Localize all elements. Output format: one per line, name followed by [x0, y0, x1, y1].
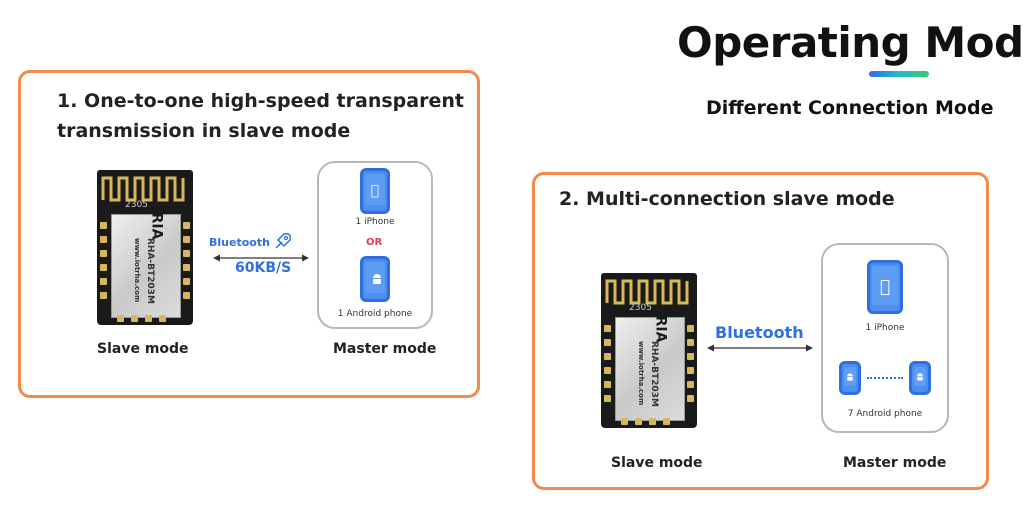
android-phone-icon: [909, 361, 931, 395]
module-shield: [615, 317, 685, 421]
title-underline: [869, 71, 929, 77]
master-devices-box:  1 iPhone OR 1 Android phone: [317, 161, 433, 329]
bluetooth-label: Bluetooth: [715, 323, 804, 342]
iphone-icon: : [360, 168, 390, 214]
bidirectional-arrow: [213, 254, 309, 262]
panel2-title: 2. Multi-connection slave mode: [559, 188, 895, 210]
module-brand-logo: RIA: [652, 315, 669, 343]
ellipsis-divider: [867, 377, 903, 379]
panel1-title-line1: 1. One-to-one high-speed transparent: [57, 90, 464, 112]
android-label: 7 Android phone: [847, 409, 923, 419]
slave-mode-caption: Slave mode: [97, 341, 189, 357]
panel-one-to-one: 1. One-to-one high-speed transparent tra…: [18, 70, 480, 398]
module-model: RHA-BT203M: [145, 238, 155, 304]
bidirectional-arrow: [707, 344, 813, 352]
page-title: Operating Mode: [677, 18, 1024, 67]
module-shield: [111, 214, 181, 318]
rocket-icon: [273, 231, 293, 251]
module-code: 2305: [125, 200, 148, 210]
or-label: OR: [366, 237, 383, 248]
module-code: 2305: [629, 303, 652, 313]
iphone-icon: : [867, 260, 903, 314]
android-phone-icon: [839, 361, 861, 395]
android-label: 1 Android phone: [337, 309, 413, 319]
slave-mode-caption: Slave mode: [611, 455, 703, 471]
module-site: www.iotrha.com: [133, 238, 141, 303]
module-site: www.iotrha.com: [637, 341, 645, 406]
page-subtitle: Different Connection Mode: [706, 97, 994, 119]
iphone-label: 1 iPhone: [355, 217, 395, 227]
master-devices-box:  1 iPhone 7 Android phone: [821, 243, 949, 433]
module-model: RHA-BT203M: [649, 341, 659, 407]
bluetooth-module: 2305 RIA RHA-BT203M www.iotrha.com: [97, 170, 193, 325]
bluetooth-label: Bluetooth: [209, 236, 270, 249]
transfer-speed: 60KB/S: [235, 260, 292, 276]
panel-multi-connection: 2. Multi-connection slave mode 2305 RIA …: [532, 172, 989, 490]
module-brand-logo: RIA: [148, 212, 165, 240]
iphone-label: 1 iPhone: [865, 323, 905, 333]
master-mode-caption: Master mode: [333, 341, 437, 357]
antenna-pattern: [97, 170, 193, 210]
bluetooth-module: 2305 RIA RHA-BT203M www.iotrha.com: [601, 273, 697, 428]
antenna-pattern: [601, 273, 697, 313]
master-mode-caption: Master mode: [843, 455, 947, 471]
panel1-title-line2: transmission in slave mode: [57, 120, 351, 142]
android-phone-icon: [360, 256, 390, 302]
